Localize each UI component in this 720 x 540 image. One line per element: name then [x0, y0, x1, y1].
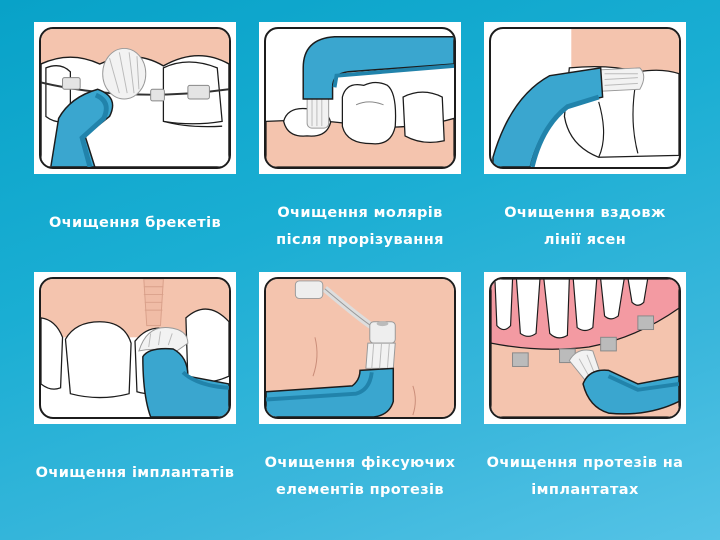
caption-implant-denture: Очищення протезів на імплантатах — [475, 450, 695, 504]
panel-gumline — [484, 22, 686, 174]
toothbrush-implant-denture-icon — [489, 277, 681, 419]
toothbrush-denture-attachment-icon — [264, 277, 456, 419]
caption-line-1: Очищення молярів — [277, 205, 443, 221]
caption-line-2: елементів протезів — [276, 482, 444, 498]
caption-line-2: після прорізування — [276, 232, 444, 248]
panel-braces — [34, 22, 236, 174]
toothbrush-gumline-icon — [489, 27, 681, 169]
caption-implants: Очищення імплантатів — [25, 460, 245, 487]
caption-gumline: Очищення вздовж лінії ясен — [475, 200, 695, 254]
caption-text: Очищення брекетів — [48, 215, 222, 231]
toothbrush-braces-icon — [39, 27, 231, 169]
toothbrush-implant-icon — [39, 277, 231, 419]
caption-braces: Очищення брекетів — [25, 210, 245, 237]
caption-line-1: Очищення вздовж — [504, 205, 666, 221]
caption-text: Очищення імплантатів — [35, 465, 235, 481]
caption-line-2: лінії ясен — [543, 232, 627, 248]
panel-implant-denture — [484, 272, 686, 424]
panel-implants — [34, 272, 236, 424]
panel-denture-attachments — [259, 272, 461, 424]
caption-denture-attachments: Очищення фіксуючих елементів протезів — [250, 450, 470, 504]
caption-line-1: Очищення фіксуючих — [264, 455, 456, 471]
caption-line-1: Очищення протезів на — [486, 455, 684, 471]
toothbrush-molar-icon — [264, 27, 456, 169]
caption-line-2: імплантатах — [531, 482, 639, 498]
caption-molars: Очищення молярів після прорізування — [250, 200, 470, 254]
panel-molars — [259, 22, 461, 174]
